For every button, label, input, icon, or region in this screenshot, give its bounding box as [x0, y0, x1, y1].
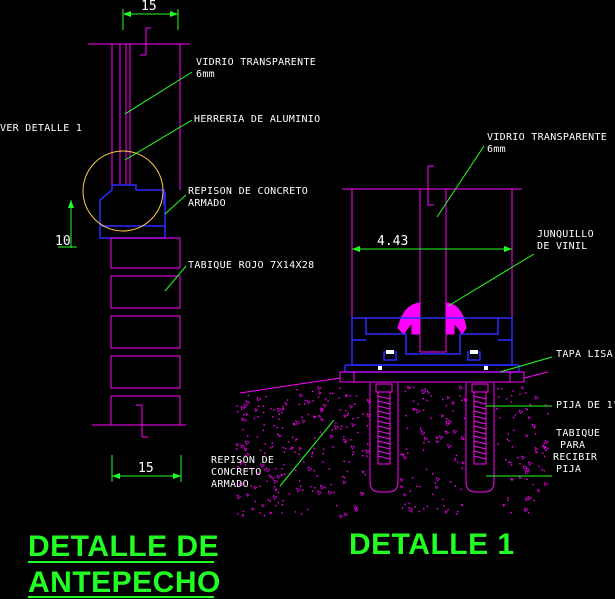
fixings — [378, 350, 488, 370]
title-detalle-1: DETALLE 1 — [349, 528, 515, 561]
label-vidrio-line1: VIDRIO TRANSPARENTE — [487, 132, 607, 143]
glass-and-frame — [111, 44, 181, 190]
label-repison-line1: REPISON DE CONCRETO — [188, 186, 308, 197]
dimension-width-label: 4.43 — [377, 234, 408, 249]
dimension-top: 15 — [122, 0, 179, 30]
label-tabique-line1: TABIQUE — [556, 428, 600, 439]
label-pija: PIJA DE 1" — [556, 400, 615, 411]
dimension-width: 4.43 — [352, 234, 512, 252]
break-line-top — [88, 27, 190, 56]
break-line-bottom — [92, 404, 186, 438]
label-repison-line3: ARMADO — [211, 479, 249, 490]
brick-courses — [110, 237, 181, 425]
dimension-side: 10 — [55, 200, 77, 249]
label-vidrio-line2: 6mm — [196, 69, 215, 80]
label-tabique-line2: PARA — [560, 440, 585, 451]
detail-reference-circle — [82, 150, 164, 232]
dimension-bottom: 15 — [111, 455, 182, 482]
label-vidrio-line1: VIDRIO TRANSPARENTE — [196, 57, 316, 68]
label-tabique-line3: RECIBIR — [553, 452, 598, 463]
dimension-top-label: 15 — [141, 0, 157, 14]
tapa-lisa-plate — [339, 371, 525, 383]
leaders-right — [279, 145, 553, 487]
label-vidrio-line2: 6mm — [487, 144, 506, 155]
concrete-sill-hatch — [235, 371, 550, 519]
detail-1: 4.43 — [211, 132, 615, 561]
label-ver-detalle: VER DETALLE 1 — [0, 123, 82, 134]
label-junquillo-line1: JUNQUILLO — [537, 229, 594, 240]
dimension-bottom-label: 15 — [138, 461, 154, 476]
detail-antepecho: 15 — [0, 0, 320, 599]
label-repison-line1: REPISON DE — [211, 455, 274, 466]
title-antepecho-line1: DETALLE DE — [28, 530, 219, 563]
label-herreria: HERRERIA DE ALUMINIO — [194, 114, 320, 125]
label-junquillo-line2: DE VINIL — [537, 241, 588, 252]
screw-right — [471, 383, 489, 465]
label-repison-line2: CONCRETO — [211, 467, 262, 478]
label-repison-line2: ARMADO — [188, 198, 226, 209]
label-tabique: TABIQUE ROJO 7X14X28 — [188, 260, 314, 271]
screw-left — [375, 383, 393, 465]
title-antepecho-line2: ANTEPECHO — [28, 566, 221, 599]
leaders-left — [124, 71, 193, 292]
brick-recesses — [369, 382, 495, 493]
dimension-side-label: 10 — [55, 234, 71, 249]
label-tapa-lisa: TAPA LISA — [556, 349, 613, 360]
label-tabique-line4: PIJA — [556, 464, 581, 475]
